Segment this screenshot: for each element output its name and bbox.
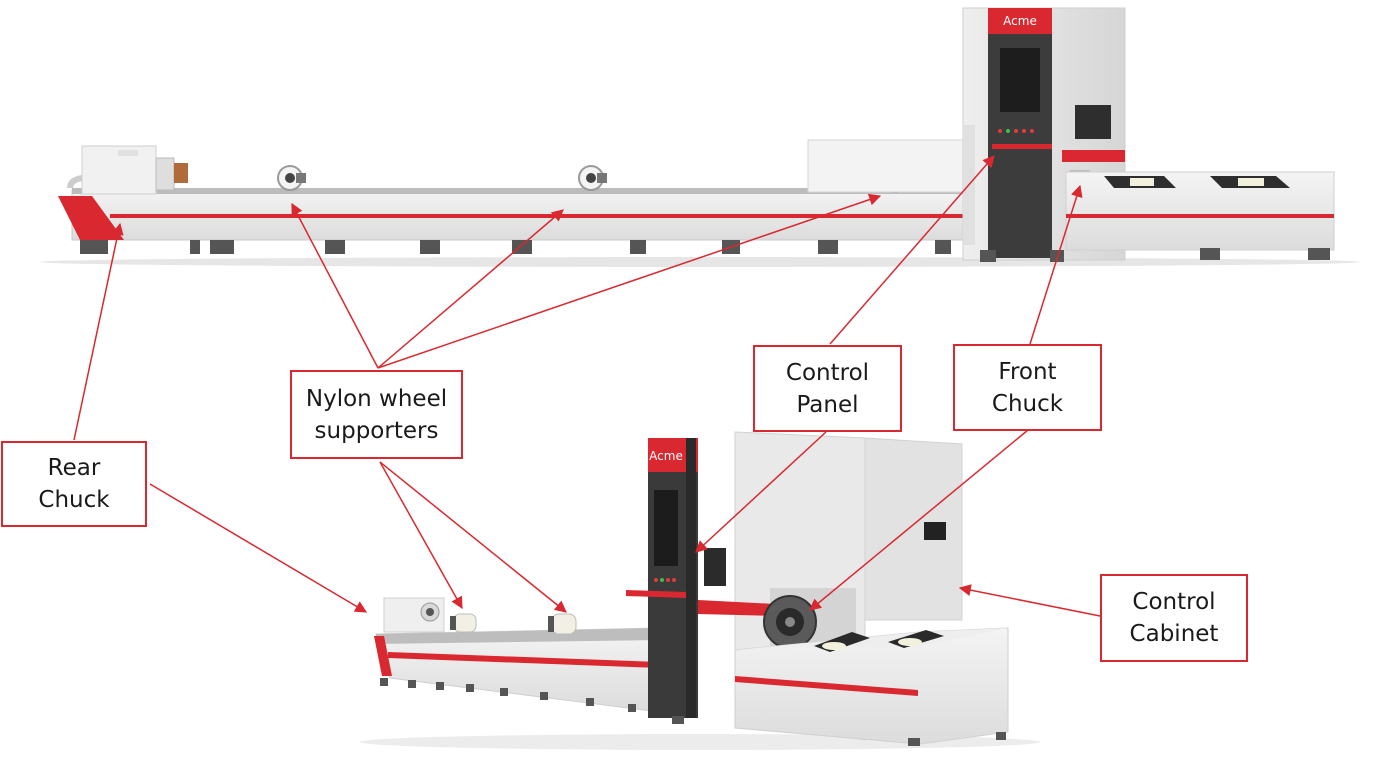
- label-nylon-wheel-line1: Nylon wheel: [305, 385, 448, 412]
- label-control-cabinet: Control Cabinet: [1100, 574, 1248, 662]
- label-control-cabinet-line2: Cabinet: [1129, 621, 1219, 647]
- nylon-wheel-icon: [578, 165, 607, 191]
- label-front-chuck: Front Chuck: [953, 344, 1102, 431]
- label-nylon-wheel-supporters: Nylon wheel supporters: [290, 370, 463, 459]
- label-rear-chuck-line2: Chuck: [38, 487, 110, 513]
- label-control-panel-line2: Panel: [796, 391, 859, 418]
- label-front-chuck-line1: Front: [998, 358, 1057, 385]
- brand-logo: Acme: [1003, 14, 1037, 28]
- nylon-wheel-icon: [277, 165, 306, 191]
- brand-logo: Acme: [649, 449, 683, 463]
- label-control-panel-line1: Control: [785, 359, 870, 386]
- nylon-wheel-icon: [548, 613, 577, 635]
- label-rear-chuck: Rear Chuck: [1, 441, 147, 527]
- label-control-panel: Control Panel: [753, 345, 902, 432]
- label-rear-chuck-line1: Rear: [47, 455, 101, 481]
- label-front-chuck-line2: Chuck: [991, 390, 1064, 417]
- nylon-wheel-icon: [450, 613, 477, 633]
- top-machine: Acme: [40, 7, 1360, 267]
- label-nylon-wheel-line2: supporters: [314, 417, 439, 444]
- callout-arrows: [73, 155, 1101, 617]
- bottom-machine: Acme: [360, 431, 1040, 750]
- label-control-cabinet-line1: Control: [1132, 589, 1216, 615]
